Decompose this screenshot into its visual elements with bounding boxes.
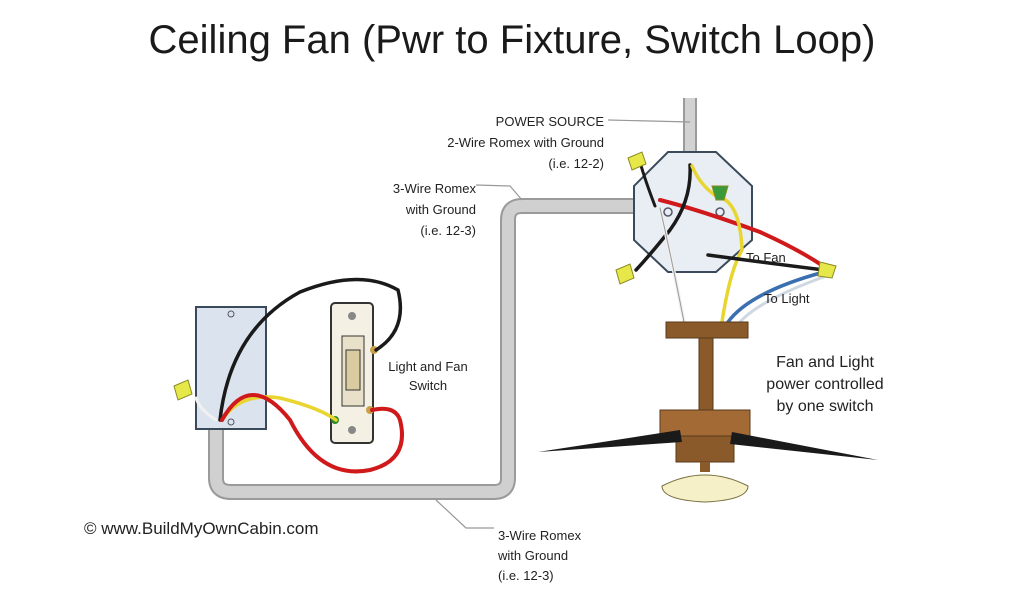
copyright-text: © www.BuildMyOwnCabin.com: [84, 519, 319, 538]
fan-note-line-1: Fan and Light: [776, 354, 874, 371]
power-source-label: POWER SOURCE 2-Wire Romex with Ground (i…: [404, 113, 604, 172]
ceiling-fan: [538, 321, 878, 503]
power-source-line-3: (i.e. 12-2): [548, 156, 604, 171]
leader-lines: [435, 119, 691, 529]
ceiling-junction-box: [633, 151, 753, 273]
romex-cable: [208, 98, 697, 500]
switch-label-line-1: Light and Fan: [388, 359, 468, 374]
romex-top-line-3: (i.e. 12-3): [420, 223, 476, 238]
fan-note-line-2: power controlled: [766, 376, 884, 393]
switch-label-line-2: Switch: [408, 378, 448, 393]
light-fan-switch: [330, 302, 378, 444]
fan-note-label: Fan and Light power controlled by one sw…: [740, 352, 910, 418]
romex-bottom-line-2: with Ground: [498, 548, 569, 563]
romex-top-line-1: 3-Wire Romex: [392, 181, 476, 196]
fan-note-line-3: by one switch: [776, 398, 874, 415]
romex-bottom-label: 3-Wire Romex with Ground (i.e. 12-3): [498, 527, 618, 584]
diagram-title: Ceiling Fan (Pwr to Fixture, Switch Loop…: [148, 18, 876, 62]
romex-top-line-2: with Ground: [405, 202, 476, 217]
power-source-line-1: POWER SOURCE: [495, 114, 604, 129]
to-fan-label: To Fan: [746, 250, 786, 265]
romex-bottom-line-3: (i.e. 12-3): [498, 568, 554, 583]
romex-top-label: 3-Wire Romex with Ground (i.e. 12-3): [336, 180, 476, 239]
power-source-line-2: 2-Wire Romex with Ground: [447, 135, 604, 150]
junction-wire-nuts: [615, 151, 837, 285]
to-light-label: To Light: [764, 291, 810, 306]
switch-wires: [194, 277, 404, 474]
romex-bottom-line-1: 3-Wire Romex: [498, 528, 582, 543]
switch-label: Light and Fan Switch: [376, 358, 480, 394]
switch-wire-nut: [173, 379, 193, 401]
junction-wires: [634, 160, 828, 324]
